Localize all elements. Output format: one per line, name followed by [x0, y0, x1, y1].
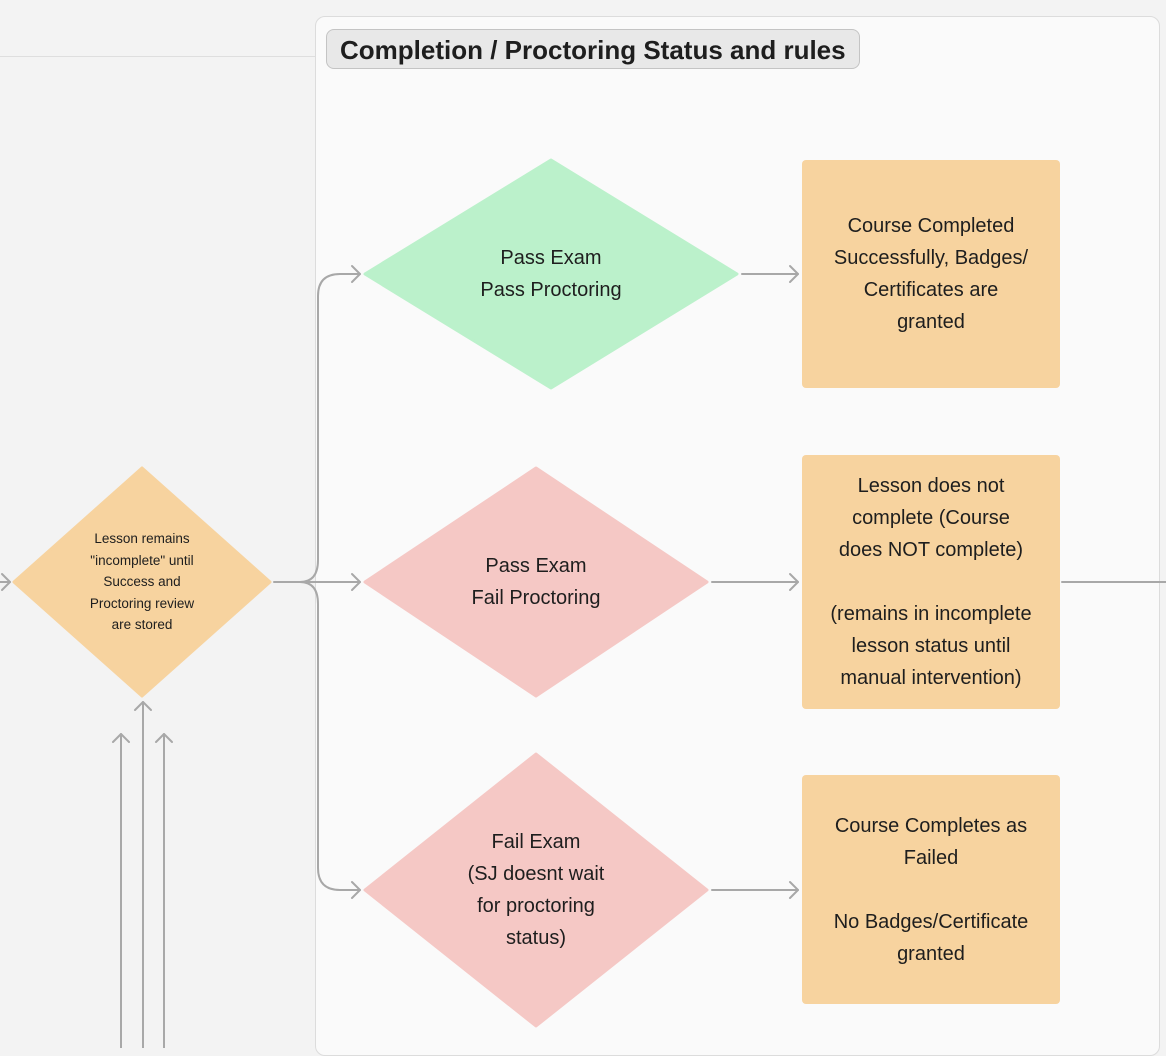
diamond-shape — [363, 158, 739, 390]
diamond-shape — [363, 466, 709, 698]
branch-arrowhead-middle — [351, 573, 361, 591]
decision-pass-pass[interactable]: Pass Exam Pass Proctoring — [363, 158, 739, 390]
decision-label: Fail Exam (SJ doesnt wait for proctoring… — [467, 831, 605, 949]
outcome-label: Course Completed Successfully, Badges/ C… — [833, 215, 1029, 333]
outcome-course-completed[interactable]: Course Completed Successfully, Badges/ C… — [802, 160, 1060, 388]
decision-label: Pass Exam Fail Proctoring — [471, 555, 601, 609]
outcome-arrowhead-2 — [789, 573, 799, 591]
outcome-label: Lesson does not complete (Course does NO… — [830, 475, 1032, 689]
outcome-course-failed[interactable]: Course Completes as Failed No Badges/Cer… — [802, 775, 1060, 1004]
lesson-gate-label: Lesson remains "incomplete" until Succes… — [89, 531, 195, 633]
branch-arrowhead-top — [351, 265, 361, 283]
decision-fail-exam[interactable]: Fail Exam (SJ doesnt wait for proctoring… — [363, 752, 709, 1028]
feed-arrowhead-left — [112, 733, 130, 743]
decision-pass-fail[interactable]: Pass Exam Fail Proctoring — [363, 466, 709, 698]
left-frame-edge — [0, 56, 316, 57]
decision-label: Pass Exam Pass Proctoring — [480, 247, 622, 301]
diamond-shape — [363, 752, 709, 1028]
incoming-arrowhead — [1, 573, 11, 591]
outcome-label: Course Completes as Failed No Badges/Cer… — [833, 814, 1029, 965]
feed-arrowhead-center — [134, 701, 152, 711]
feed-arrowhead-right — [155, 733, 173, 743]
lesson-gate-diamond[interactable]: Lesson remains "incomplete" until Succes… — [12, 466, 272, 698]
section-title[interactable]: Completion / Proctoring Status and rules — [326, 29, 860, 69]
branch-connector-bottom — [299, 581, 361, 891]
outcome-arrowhead-3 — [789, 881, 799, 899]
outcome-arrowhead-1 — [789, 265, 799, 283]
branch-connector-top — [299, 273, 361, 583]
diamond-shape — [12, 466, 272, 698]
outcome-lesson-incomplete[interactable]: Lesson does not complete (Course does NO… — [802, 455, 1060, 709]
branch-arrowhead-bottom — [351, 881, 361, 899]
